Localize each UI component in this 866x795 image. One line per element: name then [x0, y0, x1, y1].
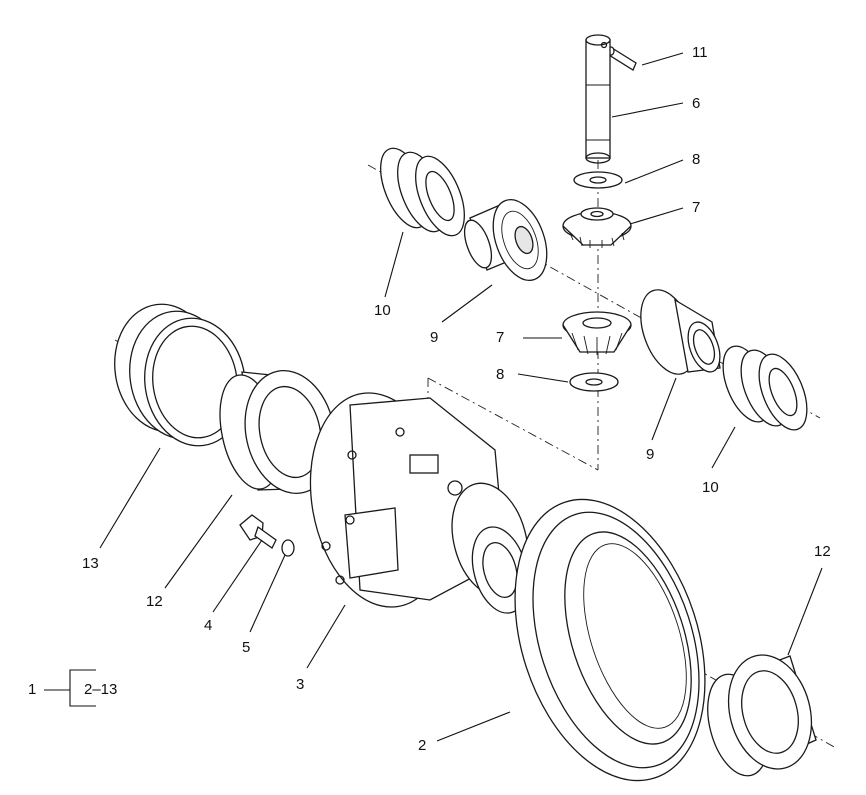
shaft-part-6 — [585, 34, 611, 164]
callout-10-top: 10 — [374, 302, 391, 319]
callout-8-top: 8 — [692, 151, 701, 168]
washer-part-8-top — [573, 171, 623, 189]
legend-assembly-number: 1 — [28, 681, 37, 698]
housing-part-3 — [309, 392, 529, 614]
side-gear-part-9-top — [463, 199, 548, 281]
callout-6: 6 — [692, 95, 701, 112]
washer-part-8-bottom — [569, 372, 619, 392]
pinion-gear-part-7-top — [562, 207, 632, 248]
callout-4: 4 — [204, 617, 213, 634]
bearing-part-12-right — [707, 654, 817, 777]
callout-7-bottom: 7 — [496, 329, 505, 346]
callout-9-bottom: 9 — [646, 446, 655, 463]
washer-part-5 — [281, 539, 295, 557]
legend-range: 2–13 — [84, 681, 118, 698]
ring-gear-part-2 — [514, 498, 706, 782]
callout-2: 2 — [418, 737, 427, 754]
callout-12-left: 12 — [146, 593, 163, 610]
callout-3: 3 — [296, 676, 305, 693]
callout-9-top: 9 — [430, 329, 439, 346]
callout-12-right: 12 — [814, 543, 831, 560]
clutch-discs-part-10-top — [380, 147, 465, 237]
callout-5: 5 — [242, 639, 251, 656]
callout-7-top: 7 — [692, 199, 701, 216]
bolt-part-4 — [239, 514, 277, 549]
pin-part-11 — [607, 46, 637, 71]
callout-8-bottom: 8 — [496, 366, 505, 383]
callout-10-bottom: 10 — [702, 479, 719, 496]
pinion-gear-part-7-bottom — [562, 311, 632, 355]
bearing-part-12-left — [219, 370, 336, 494]
clutch-discs-part-10-bottom — [722, 345, 808, 431]
side-gear-part-9-bottom — [640, 289, 721, 375]
callout-13: 13 — [82, 555, 99, 572]
callout-11: 11 — [692, 44, 708, 61]
leader-lines — [44, 52, 823, 742]
